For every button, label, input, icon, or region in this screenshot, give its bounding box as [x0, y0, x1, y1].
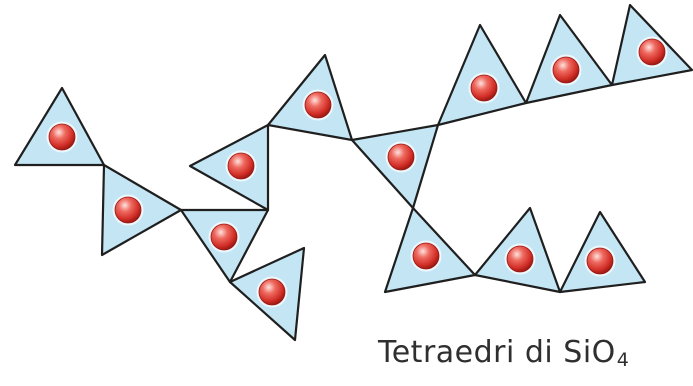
silicon-atom-4 [257, 277, 288, 308]
tetrahedra-group [15, 5, 692, 340]
silicon-atom-5 [226, 151, 257, 182]
silicon-atom-1 [47, 122, 78, 153]
silicon-atom-7 [386, 142, 417, 173]
caption-text: Tetraedri di SiO [378, 335, 616, 370]
silicon-atom-13 [585, 246, 616, 277]
caption-subscript: 4 [617, 349, 630, 371]
silicon-atom-11 [411, 241, 442, 272]
silicon-atom-9 [551, 55, 582, 86]
silicon-atom-2 [113, 195, 144, 226]
silicon-atom-6 [303, 90, 334, 121]
silicon-atom-8 [469, 73, 500, 104]
diagram-caption: Tetraedri di SiO4 [378, 338, 629, 368]
silicon-atom-12 [505, 244, 536, 275]
silicon-atom-3 [209, 222, 240, 253]
silicon-atom-10 [637, 37, 668, 68]
